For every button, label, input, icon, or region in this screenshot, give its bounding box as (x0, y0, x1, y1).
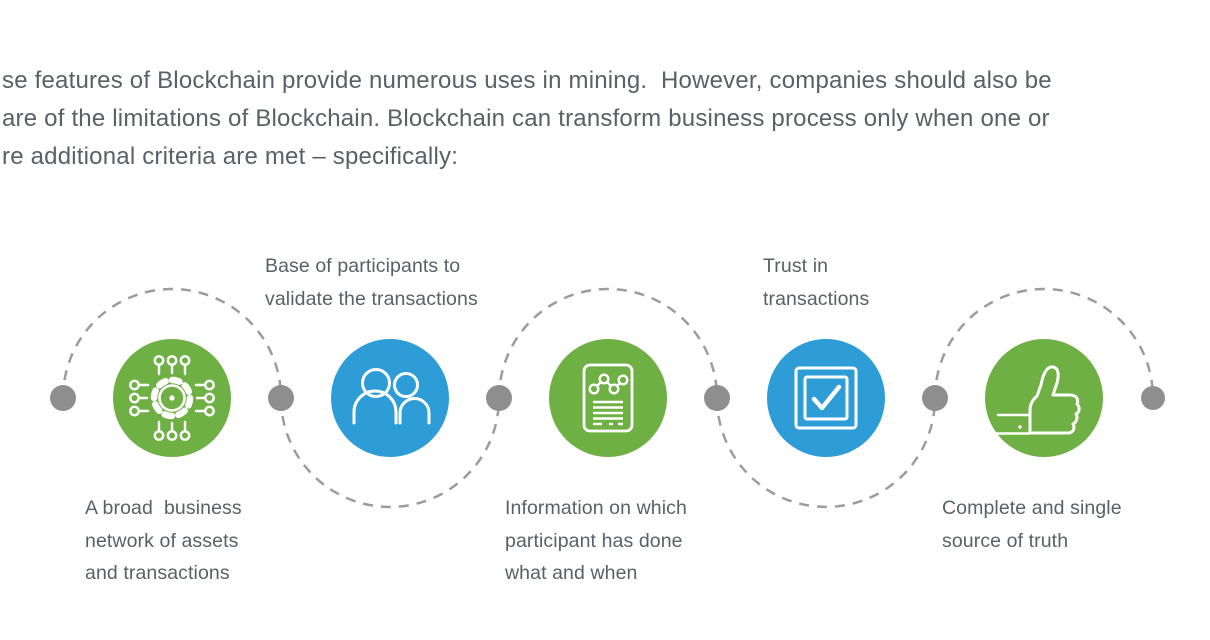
label-line: source of truth (942, 529, 1069, 552)
connector-dot (50, 385, 76, 411)
step-label-below-5: Complete and single source of truth (942, 492, 1122, 557)
paragraph-line: re additional criteria are met – specifi… (2, 143, 459, 170)
person-shoulders (398, 397, 431, 425)
label-line: A broad business (85, 497, 242, 519)
connector-dot (1141, 386, 1165, 410)
label-line: Information on which (505, 497, 687, 519)
paragraph-line: se features of Blockchain provide numero… (2, 67, 1052, 94)
node-graph-links (592, 377, 625, 391)
person-head (393, 372, 419, 398)
person-shoulders (352, 389, 398, 425)
label-line: what and when (505, 562, 638, 584)
paragraph-line: are of the limitations of Blockchain. Bl… (2, 105, 1050, 132)
label-line: participant has done (505, 529, 683, 552)
step-circle-3 (549, 339, 667, 457)
thumb-hand-outline (1028, 365, 1081, 435)
connector-dots (50, 385, 1165, 411)
thumb-dot (1018, 425, 1022, 429)
label-line: transactions (763, 287, 870, 310)
label-line: network of assets (85, 529, 239, 552)
person-head (361, 368, 391, 398)
thumbs-up-icon (992, 365, 1081, 435)
document-report-icon (582, 363, 634, 433)
dashed-arc-over-step1 (61, 287, 283, 399)
gear-center-dot (169, 395, 175, 401)
gear-ring (158, 384, 186, 412)
dashed-arc-over-step5 (933, 287, 1155, 399)
label-line: Complete and single (942, 497, 1122, 519)
document-text-lines (593, 400, 623, 426)
dashed-arc-over-step3 (497, 287, 719, 399)
label-line: and transactions (85, 562, 230, 584)
step-circle-5 (985, 339, 1103, 457)
step-label-below-1: A broad business network of assets and t… (85, 492, 242, 590)
checkbox-inner-square (803, 375, 849, 421)
connector-dot (704, 385, 730, 411)
checkbox-icon (794, 366, 858, 430)
connector-dot (922, 385, 948, 411)
step-label-below-3: Information on which participant has don… (505, 492, 687, 590)
step-label-above-2: Base of participants to validate the tra… (265, 250, 478, 315)
connector-dot (486, 385, 512, 411)
checkbox-outer-square (794, 366, 858, 430)
dashed-connector-arcs (61, 287, 1155, 509)
dashed-arc-under-step4 (715, 397, 937, 509)
label-line: validate the transactions (265, 287, 478, 310)
dashed-arc-under-step2 (279, 397, 501, 509)
network-gear-icon (129, 355, 215, 441)
gear-teeth (150, 376, 194, 420)
label-line: Base of participants to (265, 255, 461, 277)
check-mark (811, 384, 842, 411)
intro-paragraph: se features of Blockchain provide numero… (2, 62, 1052, 176)
label-line: Trust in (763, 255, 829, 277)
step-label-above-4: Trust in transactions (763, 250, 869, 315)
connector-dot (268, 385, 294, 411)
step-circle-4 (767, 339, 885, 457)
node-graph-nodes (588, 373, 629, 395)
document-outline (582, 363, 634, 433)
people-icon (352, 368, 431, 425)
